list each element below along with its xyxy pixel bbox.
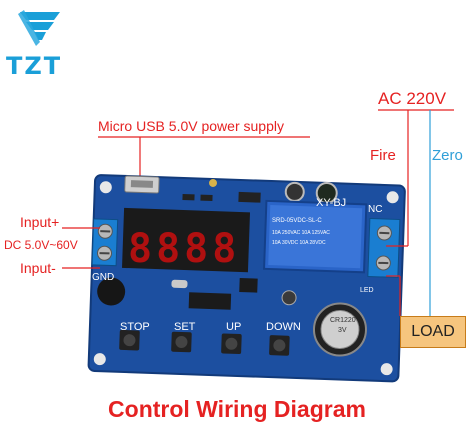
input-minus-label: Input-: [20, 260, 56, 276]
pcb-board: [87, 174, 406, 383]
page-title: Control Wiring Diagram: [108, 396, 366, 422]
fire-label: Fire: [370, 147, 396, 164]
up-button-label: UP: [226, 321, 241, 333]
microcontroller-chip-icon: [188, 292, 232, 310]
board-model: XY-BJ: [316, 197, 346, 209]
display-digits: 8888: [128, 226, 240, 272]
relay-model-text: SRD-05VDC-SL-C: [272, 218, 322, 224]
set-button-label: SET: [174, 321, 196, 333]
mount-hole-icon: [99, 181, 112, 194]
buzzer-icon: [97, 277, 126, 306]
brand-logo-icon: [18, 10, 60, 46]
load-box: LOAD: [400, 316, 466, 348]
brand-name: TZT: [6, 52, 63, 80]
ac-voltage-label: AC 220V: [378, 89, 447, 108]
mount-hole-icon: [380, 363, 393, 376]
relay-rating-text: 10A 30VDC 10A 28VDC: [272, 240, 326, 246]
led-label: LED: [360, 287, 374, 294]
capacitor-icon: [284, 181, 305, 202]
down-button-label: DOWN: [266, 321, 301, 333]
mount-hole-icon: [93, 353, 106, 366]
stop-button-label: STOP: [120, 321, 150, 333]
usb-power-label: Micro USB 5.0V power supply: [98, 118, 284, 134]
battery-voltage-text: 3V: [338, 327, 347, 334]
zero-label: Zero: [432, 147, 463, 164]
mount-hole-icon: [386, 191, 399, 204]
battery-model-text: CR1220: [330, 317, 356, 324]
seven-segment-display: [122, 207, 251, 273]
input-terminal-label: GND: [92, 272, 114, 283]
dc-range-label: DC 5.0V~60V: [4, 238, 78, 252]
input-plus-label: Input+: [20, 214, 60, 230]
relay-rating-text: 10A 250VAC 10A 125VAC: [272, 230, 330, 236]
buttons: [119, 329, 290, 356]
relay-terminal-label: NC: [368, 204, 382, 215]
